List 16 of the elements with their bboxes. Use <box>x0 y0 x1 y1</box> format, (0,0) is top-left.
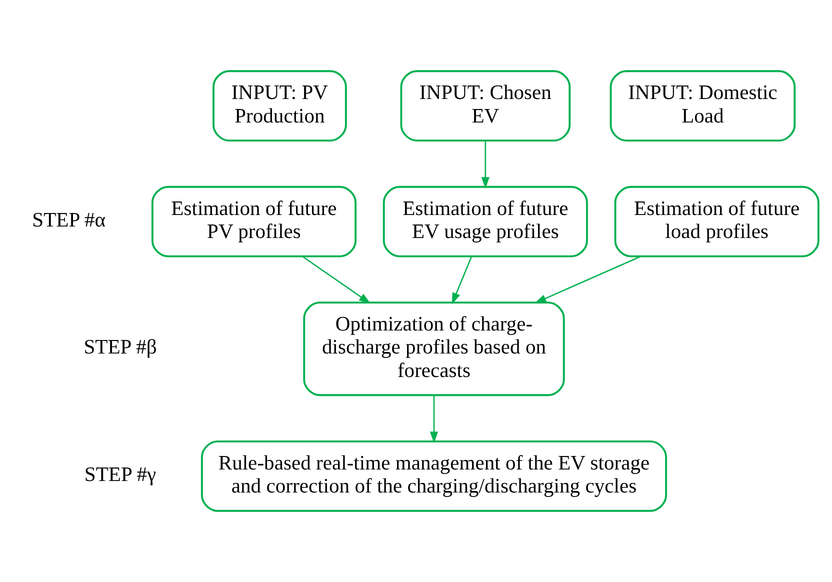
node-box: INPUT: Chosen EV <box>400 70 571 142</box>
node-box: Rule-based real-time management of the EV storage and correction of the charging/discharging cycles <box>200 440 668 512</box>
arrow <box>481 141 490 189</box>
node-box: INPUT: PV Production <box>212 70 347 142</box>
label: STEP #β <box>84 336 157 359</box>
node-box: Optimization of charge-discharge profiles based on forecasts <box>303 302 565 396</box>
node-box: Estimation of future PV profiles <box>151 186 357 258</box>
arrow <box>302 256 371 304</box>
node-box: Estimation of future load profiles <box>614 186 820 258</box>
label: STEP #γ <box>84 464 156 486</box>
arrow <box>534 256 641 304</box>
arrow <box>452 256 472 304</box>
arrow <box>430 395 438 444</box>
label: STEP #α <box>32 209 106 232</box>
node-box: INPUT: Domestic Load <box>610 70 796 142</box>
node-box: Estimation of future EV usage profiles <box>382 186 588 258</box>
